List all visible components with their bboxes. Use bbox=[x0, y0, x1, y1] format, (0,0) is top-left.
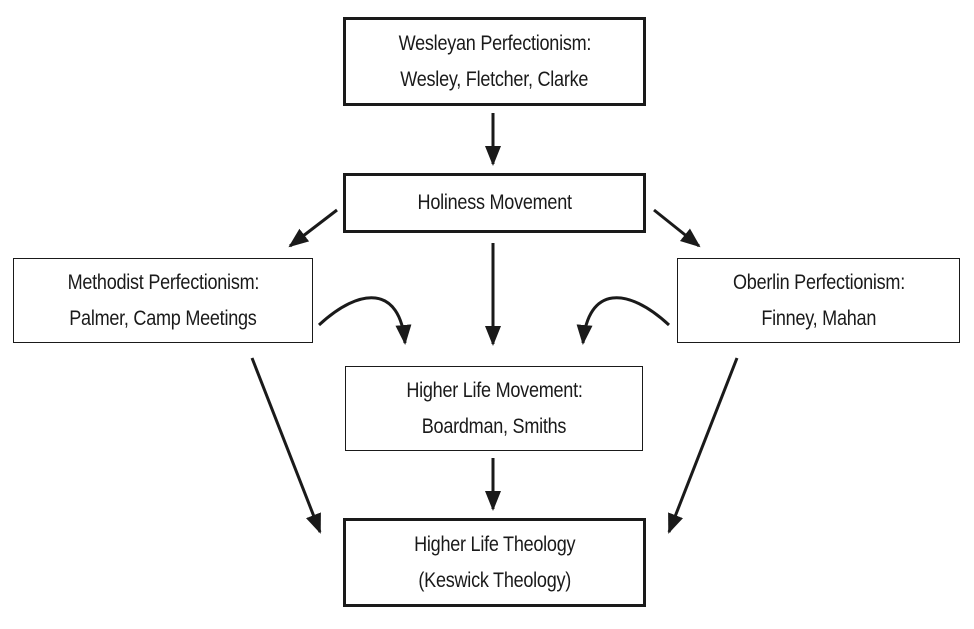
arrow-holiness-to-methodist bbox=[288, 208, 338, 248]
node-subtitle: Wesley, Fletcher, Clarke bbox=[400, 67, 589, 91]
node-holiness-movement: Holiness Movement bbox=[343, 173, 646, 233]
node-title: Wesleyan Perfectionism: bbox=[398, 31, 591, 55]
node-subtitle: (Keswick Theology) bbox=[418, 568, 571, 592]
node-oberlin-perfectionism: Oberlin Perfectionism: Finney, Mahan bbox=[677, 258, 960, 343]
node-higher-life-movement: Higher Life Movement: Boardman, Smiths bbox=[345, 366, 643, 451]
arrow-holiness-to-oberlin bbox=[653, 208, 701, 248]
node-subtitle: Palmer, Camp Meetings bbox=[69, 306, 257, 330]
node-title: Holiness Movement bbox=[417, 191, 572, 214]
arrow-methodist-to-higher-life-movement bbox=[317, 296, 412, 345]
node-higher-life-theology: Higher Life Theology (Keswick Theology) bbox=[343, 518, 646, 607]
arrow-oberlin-to-theology bbox=[667, 357, 739, 534]
arrow-oberlin-to-higher-life-movement bbox=[576, 296, 671, 345]
node-title: Methodist Perfectionism: bbox=[67, 270, 259, 294]
node-title: Higher Life Movement: bbox=[405, 378, 583, 402]
node-title: Oberlin Perfectionism: bbox=[732, 270, 905, 294]
node-subtitle: Boardman, Smiths bbox=[421, 414, 567, 438]
arrow-methodist-to-theology bbox=[250, 357, 322, 534]
node-methodist-perfectionism: Methodist Perfectionism: Palmer, Camp Me… bbox=[13, 258, 313, 343]
node-title: Higher Life Theology bbox=[413, 532, 576, 556]
node-wesleyan-perfectionism: Wesleyan Perfectionism: Wesley, Fletcher… bbox=[343, 17, 646, 106]
node-subtitle: Finney, Mahan bbox=[761, 306, 876, 330]
